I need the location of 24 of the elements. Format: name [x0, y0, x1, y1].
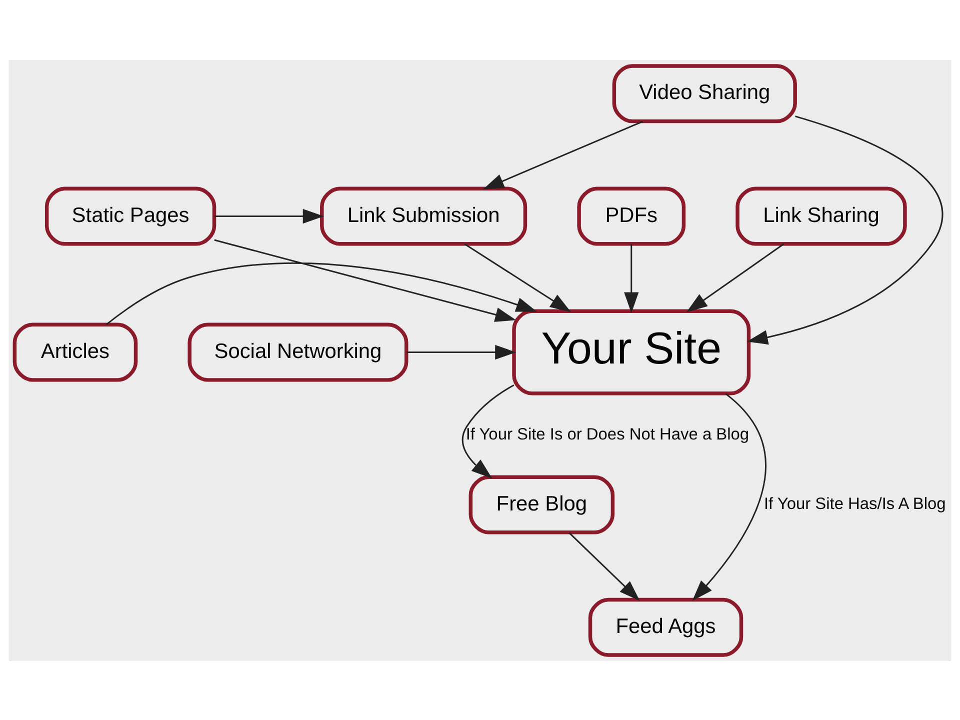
arrow [483, 120, 644, 189]
node-box: Link Submission [320, 186, 528, 246]
arrow [686, 242, 784, 312]
node-box: PDFs [577, 186, 686, 246]
arrow [746, 115, 944, 344]
node-box: Articles [12, 322, 138, 382]
arrow [106, 262, 537, 325]
node-box: Video Sharing [612, 64, 797, 123]
node-box: Link Sharing [736, 186, 907, 246]
arrow [214, 208, 324, 224]
node-box: Static Pages [44, 186, 216, 246]
arrow [624, 244, 639, 313]
arrow [692, 392, 766, 600]
node-box: Free Blog [468, 474, 615, 534]
arrow [406, 344, 516, 360]
arrow [568, 532, 640, 600]
edge-label: If Your Site Is or Does Not Have a Blog [466, 424, 750, 443]
arrow [462, 384, 514, 478]
edge-label: If Your Site Has/Is A Blog [764, 494, 946, 512]
node-box: Your Site [512, 308, 751, 395]
node-box: Social Networking [188, 322, 408, 382]
arrow [214, 238, 516, 322]
node-box: Feed Aggs [588, 597, 744, 656]
arrow [464, 242, 571, 312]
